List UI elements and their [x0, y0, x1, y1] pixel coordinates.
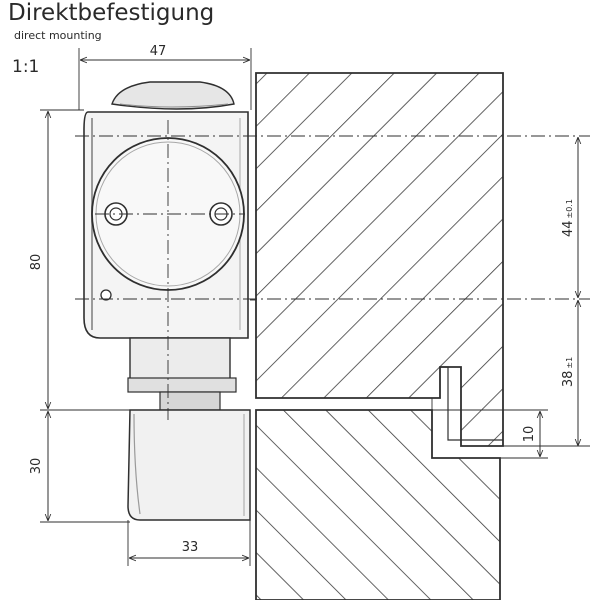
dimension-label-left-height: 80 [29, 254, 44, 271]
dimension-label-rebate-height: 10 [522, 426, 537, 443]
dimension-label-lower-height: 30 [29, 458, 44, 475]
reference-lines [250, 299, 433, 410]
dimension-label-frame-offset: 38±1 [561, 357, 576, 387]
dimension-label-top-width: 47 [150, 44, 167, 59]
dimension-left-height: 80 [29, 109, 130, 411]
center-lines [75, 120, 590, 420]
dimension-rebate-height: 10 [256, 409, 548, 459]
dimension-lower-height: 30 [29, 411, 130, 523]
dimension-label-bottom-width: 33 [182, 540, 199, 555]
drawing-subtitle: direct mounting [14, 29, 102, 42]
dimension-label-hole-spacing: 44±0.1 [561, 199, 576, 237]
dimension-hole-spacing: 44±0.1 [561, 137, 578, 298]
dimension-top-width: 47 [78, 44, 252, 110]
drawing-title: Direktbefestigung [8, 0, 214, 26]
scale-label: 1:1 [12, 57, 39, 77]
upper-profile-section [255, 72, 504, 447]
dimension-bottom-width: 33 [127, 520, 251, 566]
dimension-frame-offset: 38±1 [503, 300, 590, 447]
door-closer-body [83, 81, 251, 521]
